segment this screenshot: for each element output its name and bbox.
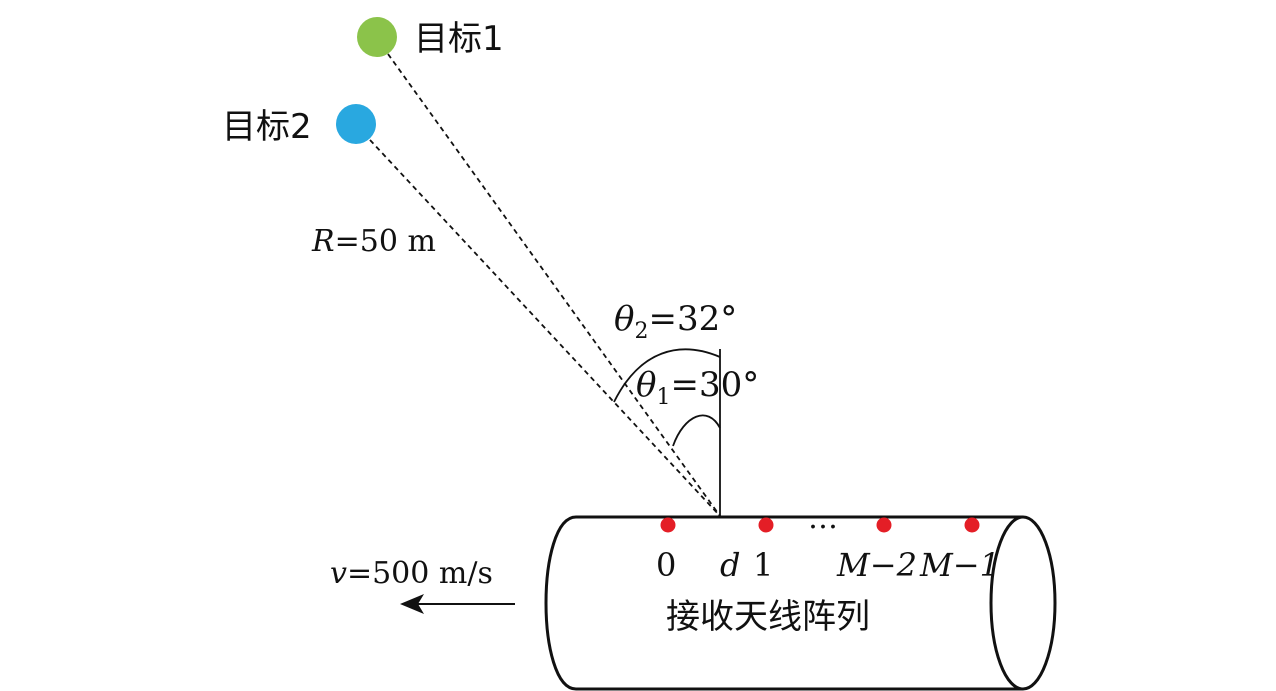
theta-1-subscript: 1 xyxy=(656,385,670,410)
spacing-label: d xyxy=(720,546,740,584)
target-1-label: 目标1 xyxy=(414,19,504,59)
angle-label-theta-1: θ1=30° xyxy=(636,365,759,410)
velocity-variable: v xyxy=(330,556,347,591)
array-element-0 xyxy=(660,517,676,533)
array-element-m-2 xyxy=(876,517,892,533)
element-label-m-2: M−2 xyxy=(836,546,917,584)
target-1-dot xyxy=(357,17,397,57)
theta-2-symbol: θ xyxy=(614,299,634,339)
velocity-value: =500 m/s xyxy=(347,556,493,591)
line-of-sight-target-1 xyxy=(387,53,721,517)
array-element-1 xyxy=(758,517,774,533)
theta-2-subscript: 2 xyxy=(634,319,648,344)
element-label-0: 0 xyxy=(656,546,676,584)
theta-2-value: =32° xyxy=(648,299,737,339)
array-element-m-1 xyxy=(964,517,980,533)
element-label-m-1: M−1 xyxy=(919,546,1000,584)
line-of-sight-target-2 xyxy=(369,139,721,517)
element-ellipsis: … xyxy=(808,501,838,536)
cylinder-end-cap xyxy=(989,515,1057,691)
range-variable: R xyxy=(311,224,335,259)
target-2-dot xyxy=(336,104,376,144)
angle-arc-theta-2 xyxy=(613,348,721,403)
element-label-1: 1 xyxy=(753,546,773,584)
range-value: =50 m xyxy=(335,224,436,259)
angle-label-theta-2: θ2=32° xyxy=(614,299,737,344)
velocity-label: v=500 m/s xyxy=(330,556,493,591)
target-2-label: 目标2 xyxy=(222,107,312,147)
angle-arc-theta-1 xyxy=(672,414,721,447)
velocity-arrow-head xyxy=(400,594,424,614)
theta-1-value: =30° xyxy=(670,365,759,405)
cylinder-body xyxy=(544,515,1023,691)
theta-1-symbol: θ xyxy=(636,365,656,405)
array-label: 接收天线阵列 xyxy=(666,597,870,637)
range-label: R=50 m xyxy=(311,224,436,259)
